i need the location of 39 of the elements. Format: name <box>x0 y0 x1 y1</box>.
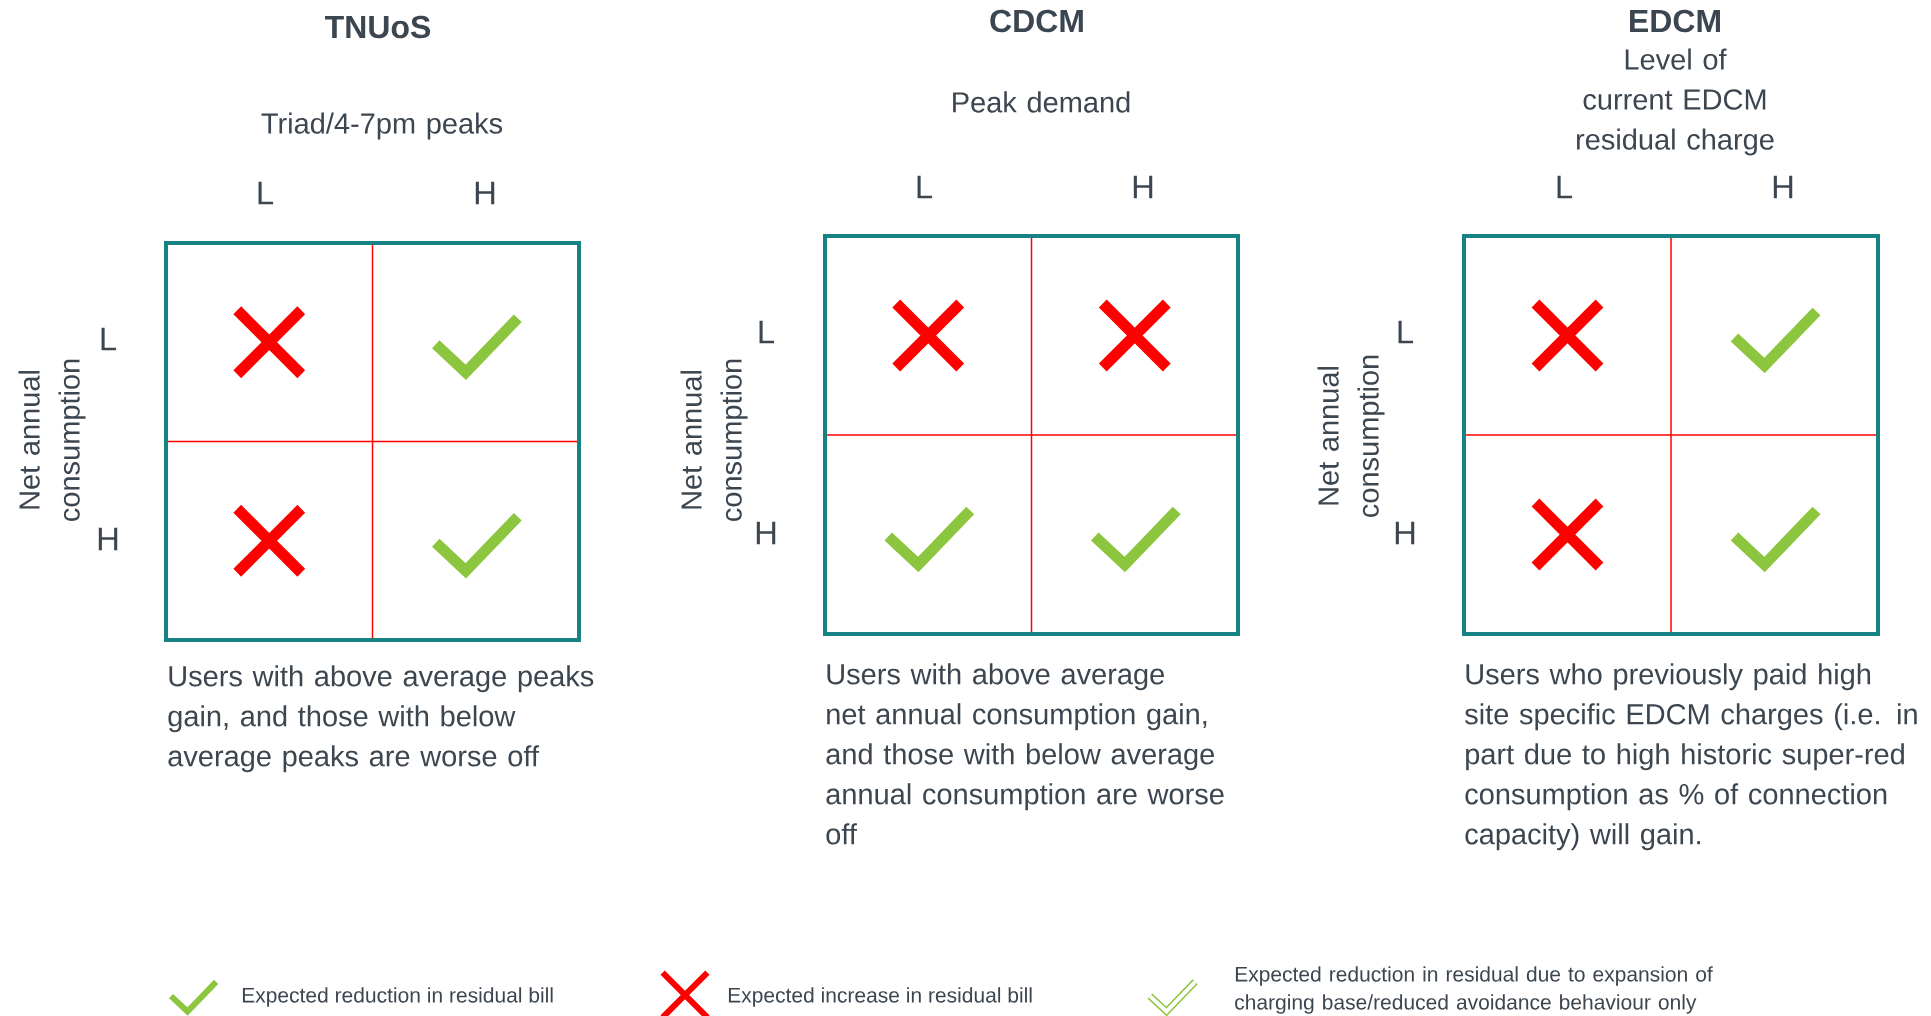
row-header: H <box>1395 521 1415 545</box>
cross-mark <box>1530 497 1605 572</box>
cross-mark <box>231 503 307 579</box>
axis-label: Net annual consumption <box>680 359 748 521</box>
panel-title: CDCM <box>990 9 1083 33</box>
legend-text: Expected reduction in residual bill <box>242 987 553 1007</box>
check-mark <box>432 314 522 380</box>
column-header: L <box>258 181 274 205</box>
cross-mark <box>231 304 307 380</box>
description-text: Users with above average peaks gain, and those with below average peaks are worse off <box>168 665 594 773</box>
check-mark <box>1730 506 1821 573</box>
check-mark <box>1730 307 1821 374</box>
row-header: L <box>101 327 117 351</box>
cross-mark <box>1530 298 1605 373</box>
axis-label: Net annual consumption <box>18 359 86 521</box>
row-header: L <box>1398 320 1414 344</box>
row-header: H <box>98 527 118 551</box>
description-text: Users with above average net annual consumption gain, and those with below average annual consumption are worse off <box>826 663 1224 845</box>
column-header: H <box>1133 175 1153 199</box>
legend-text: Expected increase in residual bill <box>728 987 1032 1007</box>
check-mark <box>1091 506 1181 573</box>
panel-title: EDCM <box>1630 9 1720 33</box>
legend-text: Expected reduction in residual due to expansion of charging base/reduced avoidance behaviour only <box>1235 966 1713 1014</box>
panel-title: TNUoS <box>325 15 431 39</box>
check-mark <box>432 512 522 579</box>
panel-subtitle: Peak demand <box>953 91 1130 113</box>
column-header: H <box>1773 175 1793 199</box>
panel-subtitle: Level of current EDCM residual charge <box>1577 48 1774 156</box>
panel-subtitle: Triad/4-7pm peaks <box>261 112 503 140</box>
row-header: L <box>759 320 775 344</box>
axis-label: Net annual consumption <box>1317 355 1385 517</box>
check-mark <box>884 506 975 573</box>
cross-mark <box>1097 298 1173 373</box>
description-text: Users who previously paid high site specific EDCM charges (i.e. in part due to high historic super-red consumption as % of connection capacity) will gain. <box>1465 663 1917 851</box>
row-header: H <box>756 521 776 545</box>
column-header: H <box>475 181 495 205</box>
cross-mark <box>890 298 966 373</box>
column-header: L <box>1557 175 1573 199</box>
column-header: L <box>917 175 933 199</box>
